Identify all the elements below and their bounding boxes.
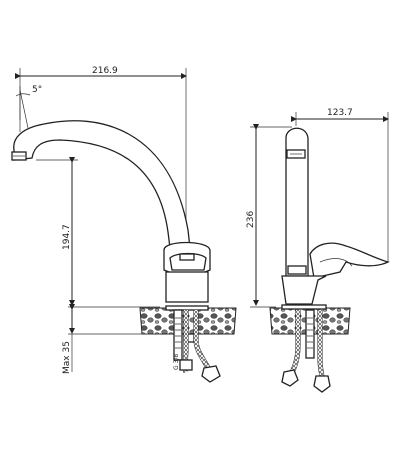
- dimension-label-spout-height: 194.7: [62, 224, 72, 250]
- dimension-max-thickness: Max 35: [62, 304, 160, 374]
- hose-nut-right: [201, 365, 221, 383]
- dimension-spout-height: 194.7: [36, 157, 160, 308]
- front-view: 216.9 5° 194.7: [11, 66, 237, 383]
- side-hose-nut-left: [281, 369, 299, 387]
- dimension-label-thread-size: G 3/8: [173, 354, 180, 370]
- mounting-stud: [173, 309, 183, 361]
- dimension-label-spout-angle: 5°: [32, 85, 42, 95]
- side-view: 123.7 236: [246, 108, 390, 393]
- dimension-label-side-depth: 123.7: [327, 108, 353, 118]
- dimension-spout-angle: 5°: [15, 85, 42, 132]
- spout: [13, 120, 191, 249]
- side-lever: [309, 242, 390, 279]
- side-spout: [285, 127, 309, 277]
- side-tap-body: [281, 275, 327, 305]
- dimension-label-max-thickness: Max 35: [62, 341, 72, 374]
- hose-nut-left: [179, 359, 193, 371]
- dimension-total-height: 236: [246, 124, 292, 308]
- side-mounting-stud: [305, 309, 315, 359]
- dimension-label-spout-reach: 216.9: [92, 66, 118, 76]
- dimension-label-total-height: 236: [246, 211, 256, 228]
- tap-body: [165, 271, 209, 303]
- side-hose-nut-right: [313, 375, 331, 393]
- dimension-spout-reach: 216.9: [15, 66, 187, 250]
- dimension-side-depth: 123.7: [291, 108, 389, 262]
